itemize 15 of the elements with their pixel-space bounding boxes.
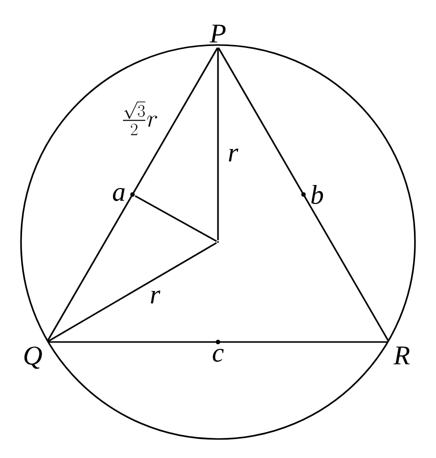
line-segment — [47, 242, 217, 342]
length-label: $\frac{\sqrt{3}}{2}r$ — [123, 102, 158, 136]
point-label: c — [212, 340, 224, 362]
line-segment — [46, 47, 218, 342]
edge-label: r — [150, 290, 160, 304]
line-segment — [217, 48, 219, 240]
edge-label: r — [228, 148, 238, 162]
line-segment — [218, 47, 390, 342]
line-segment — [48, 341, 388, 343]
point-label: b — [301, 185, 324, 204]
vertex-label: Q — [24, 346, 42, 369]
point-label: a — [112, 188, 135, 201]
vertex-label: R — [393, 346, 410, 364]
vertex-label: P — [210, 24, 226, 42]
line-segment — [134, 195, 217, 242]
